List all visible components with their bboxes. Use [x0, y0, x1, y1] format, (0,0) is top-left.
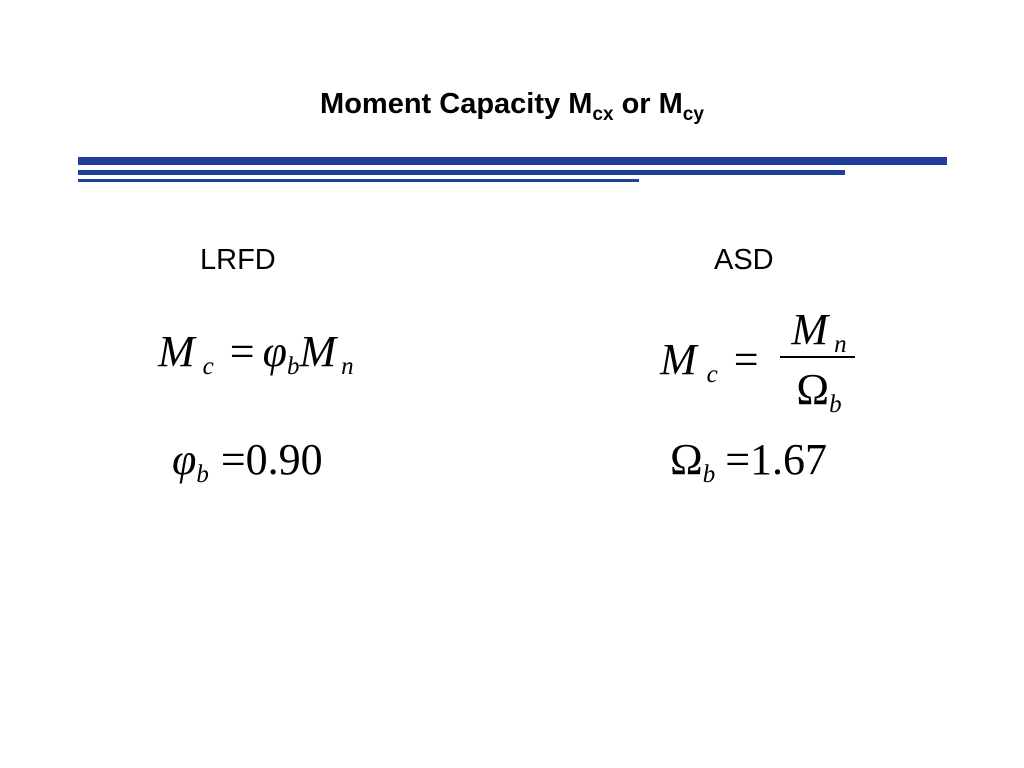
- lrfd-eq2-b: b: [196, 461, 209, 488]
- title-rule-middle: [78, 170, 845, 175]
- lrfd-eq1-c: c: [202, 353, 214, 380]
- title-text-1: Moment Capacity M: [320, 88, 593, 120]
- lrfd-eq2-equals: =: [220, 435, 246, 484]
- asd-eq1-num-M: M: [791, 305, 829, 354]
- asd-eq1-den-omega: Ω: [796, 365, 830, 414]
- lrfd-heading: LRFD: [200, 244, 276, 276]
- asd-eq1-num-n: n: [834, 331, 847, 358]
- asd-safety-factor: Ωb =1.67: [670, 435, 828, 488]
- lrfd-eq1-M: M: [158, 327, 195, 376]
- lrfd-resistance-factor: φb =0.90: [172, 435, 323, 488]
- lrfd-eq1-phi: φ: [262, 327, 287, 376]
- lrfd-eq2-phi: φ: [172, 435, 197, 484]
- lrfd-eq1-b: b: [286, 353, 300, 380]
- lrfd-eq2-value: 0.90: [245, 435, 323, 484]
- lrfd-eq1-n: n: [341, 353, 354, 380]
- asd-eq2-equals: =: [725, 435, 751, 484]
- asd-eq1-den-b: b: [829, 391, 842, 418]
- asd-eq1-M: M: [660, 335, 697, 384]
- lrfd-eq1-M2: M: [299, 327, 337, 376]
- title-text-2: or M: [613, 88, 683, 120]
- title-subscript-2: cy: [682, 104, 704, 125]
- slide-title: Moment Capacity Mcx or Mcy: [0, 88, 1024, 124]
- asd-eq2-omega: Ω: [670, 435, 703, 484]
- title-subscript-1: cx: [592, 104, 614, 125]
- asd-eq2-value: 1.67: [750, 435, 828, 484]
- asd-eq1-c: c: [706, 361, 718, 388]
- asd-eq1-equals: =: [733, 335, 759, 384]
- title-rule-bottom: [78, 179, 639, 182]
- title-rule-top: [78, 157, 947, 165]
- asd-heading: ASD: [714, 244, 774, 276]
- asd-eq2-b: b: [702, 461, 716, 488]
- lrfd-eq1-equals: =: [229, 327, 255, 376]
- asd-fraction-bar: [780, 356, 855, 358]
- asd-fraction-denominator: Ωb: [780, 365, 858, 418]
